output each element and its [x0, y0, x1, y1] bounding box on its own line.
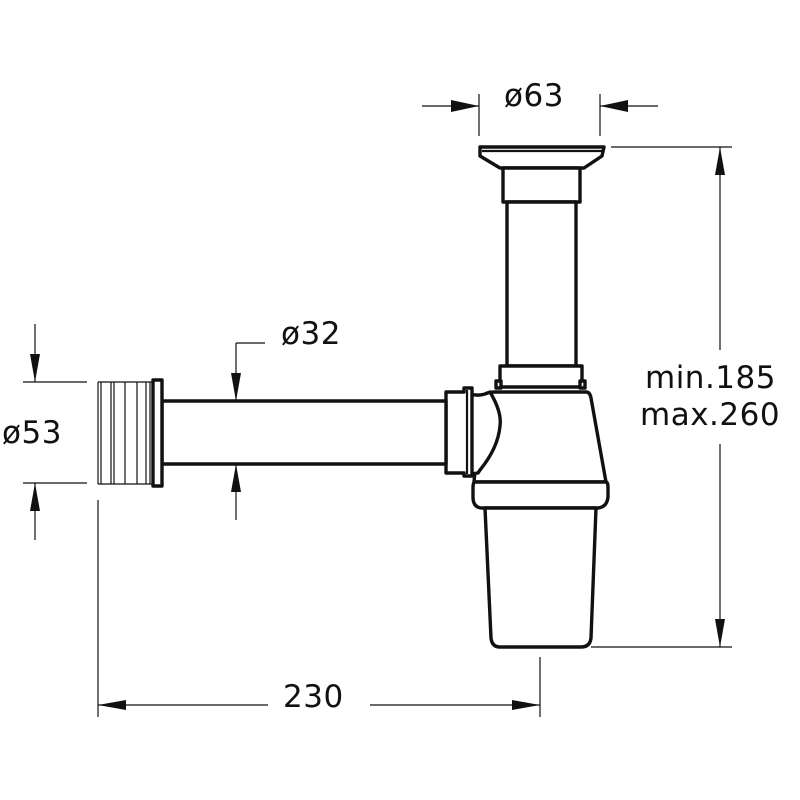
vertical-tube: [505, 200, 578, 368]
label-pipe-diameter: ø32: [281, 316, 341, 352]
trap-inlet-bulge: [468, 390, 502, 476]
lower-nut: [498, 364, 584, 389]
dim-top-diameter-lines: [422, 94, 658, 136]
horizontal-pipe: [160, 399, 448, 466]
label-height-min: min.185: [645, 360, 776, 396]
nut-tab-right: [578, 379, 587, 390]
trap-bottle: [483, 506, 598, 649]
trap-collar: [471, 480, 610, 510]
dim-length-lines: [97, 500, 541, 717]
wall-flange: [151, 378, 164, 488]
threaded-end: [97, 381, 153, 485]
top-nut: [501, 166, 582, 204]
label-wall-diameter: ø53: [2, 415, 62, 451]
dim-height-lines: [591, 146, 732, 648]
nut-tab-left: [494, 379, 503, 390]
label-top-diameter: ø63: [504, 78, 564, 114]
label-height-max: max.260: [640, 397, 781, 433]
dim-wall-diameter-lines: [23, 324, 87, 540]
top-flange: [478, 145, 606, 170]
side-nut: [444, 386, 474, 478]
dim-pipe-diameter-lines: [231, 342, 265, 520]
label-length: 230: [283, 679, 344, 715]
